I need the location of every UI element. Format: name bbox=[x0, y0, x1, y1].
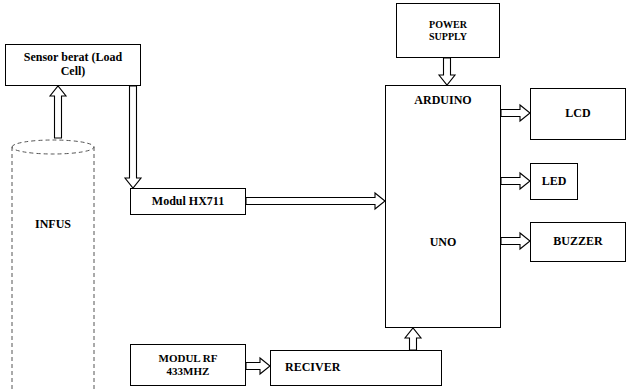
buzzer-box: BUZZER bbox=[530, 222, 626, 262]
lcd-box: LCD bbox=[530, 88, 626, 140]
block-arrow bbox=[439, 58, 455, 85]
block-arrow bbox=[246, 193, 385, 209]
node-label: MODUL RF 433MHZ bbox=[153, 352, 223, 377]
node-label: RECIVER bbox=[285, 361, 340, 375]
cylinder-path bbox=[12, 140, 94, 390]
led-box: LED bbox=[530, 163, 578, 200]
block-arrow bbox=[125, 86, 141, 188]
cylinder-outline bbox=[10, 138, 96, 390]
node-label: UNO bbox=[430, 236, 457, 250]
receiver-box: RECIVER bbox=[270, 350, 442, 386]
node-label: LED bbox=[542, 175, 567, 189]
node-label: ARDUINO bbox=[414, 94, 471, 108]
node-label: Modul HX711 bbox=[152, 195, 224, 209]
arduino-box: ARDUINO UNO bbox=[385, 85, 501, 328]
node-label: BUZZER bbox=[553, 235, 602, 249]
block-arrow bbox=[501, 173, 530, 189]
sensor-box: Sensor berat (Load Cell) bbox=[5, 44, 141, 86]
module-box: Modul HX711 bbox=[130, 188, 246, 215]
node-label: Sensor berat (Load Cell) bbox=[18, 51, 128, 79]
infus-cylinder: INFUS bbox=[10, 138, 96, 390]
block-arrow bbox=[50, 86, 66, 138]
block-arrow bbox=[405, 328, 421, 350]
block-arrow bbox=[501, 105, 530, 121]
node-label: POWER SUPPLY bbox=[417, 19, 479, 42]
block-arrow bbox=[246, 358, 270, 374]
node-label: INFUS bbox=[35, 218, 71, 232]
node-label: LCD bbox=[565, 107, 590, 121]
power-box: POWER SUPPLY bbox=[396, 3, 500, 58]
rf-module-box: MODUL RF 433MHZ bbox=[130, 344, 246, 386]
block-arrow bbox=[501, 233, 530, 249]
